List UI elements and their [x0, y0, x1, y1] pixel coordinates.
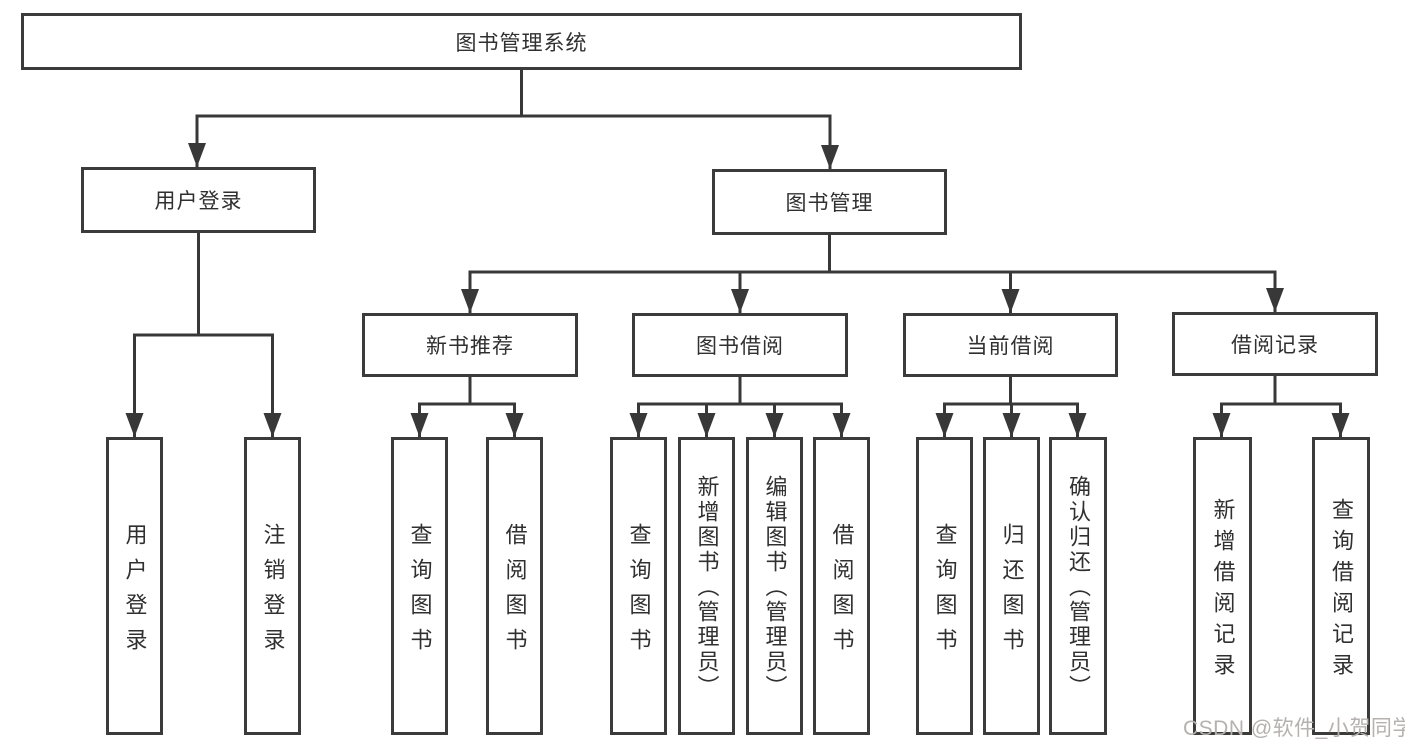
node-label: 编辑图书（管理员） — [762, 475, 788, 700]
node-leaf-query-books-current: 查询图书 — [916, 437, 973, 735]
node-leaf-query-books-borrowing: 查询图书 — [610, 437, 667, 735]
node-leaf-query-books-recommend: 查询图书 — [391, 437, 448, 735]
node-label: 用户登录 — [122, 522, 148, 663]
node-label: 查询借阅记录 — [1329, 497, 1354, 684]
node-leaf-add-books-admin: 新增图书（管理员） — [678, 437, 735, 735]
node-user-login: 用户登录 — [81, 167, 316, 233]
csdn-watermark: CSDN @软件_小贺同学 — [1183, 717, 1405, 740]
node-label: 归还图书 — [999, 522, 1025, 663]
node-new-book-recommend: 新书推荐 — [362, 313, 578, 377]
node-leaf-add-borrow-record: 新增借阅记录 — [1193, 437, 1252, 735]
node-borrow-records: 借阅记录 — [1172, 312, 1378, 376]
node-label: 查询图书 — [407, 522, 433, 663]
node-label: 新书推荐 — [426, 335, 514, 358]
node-label: 图书借阅 — [696, 335, 784, 358]
node-label: 当前借阅 — [966, 335, 1055, 358]
node-label: 借阅图书 — [502, 522, 528, 663]
node-label: 注销登录 — [260, 522, 286, 663]
node-label: 借阅记录 — [1231, 334, 1319, 357]
node-leaf-return-books: 归还图书 — [983, 437, 1040, 735]
node-leaf-borrow-books-recommend: 借阅图书 — [486, 437, 543, 735]
node-label: 新增图书（管理员） — [694, 475, 720, 700]
node-library-management-system: 图书管理系统 — [21, 13, 1022, 70]
node-leaf-logout: 注销登录 — [244, 437, 301, 735]
node-leaf-edit-books-admin: 编辑图书（管理员） — [746, 437, 803, 735]
node-label: 图书管理 — [785, 192, 874, 215]
node-leaf-confirm-return-admin: 确认归还（管理员） — [1049, 437, 1107, 735]
node-leaf-borrow-books-borrowing: 借阅图书 — [813, 437, 870, 735]
node-label: 确认归还（管理员） — [1066, 475, 1091, 700]
node-label: 查询图书 — [932, 522, 958, 663]
node-leaf-user-login: 用户登录 — [106, 437, 163, 735]
node-leaf-query-borrow-record: 查询借阅记录 — [1312, 437, 1370, 735]
node-label: 图书管理系统 — [455, 31, 588, 55]
node-label: 用户登录 — [154, 190, 243, 213]
node-book-borrowing: 图书借阅 — [632, 313, 848, 377]
node-book-management: 图书管理 — [712, 169, 947, 235]
node-label: 借阅图书 — [829, 522, 855, 663]
node-current-borrowing: 当前借阅 — [903, 313, 1118, 377]
node-label: 新增借阅记录 — [1210, 497, 1236, 684]
node-label: 查询图书 — [626, 522, 652, 663]
